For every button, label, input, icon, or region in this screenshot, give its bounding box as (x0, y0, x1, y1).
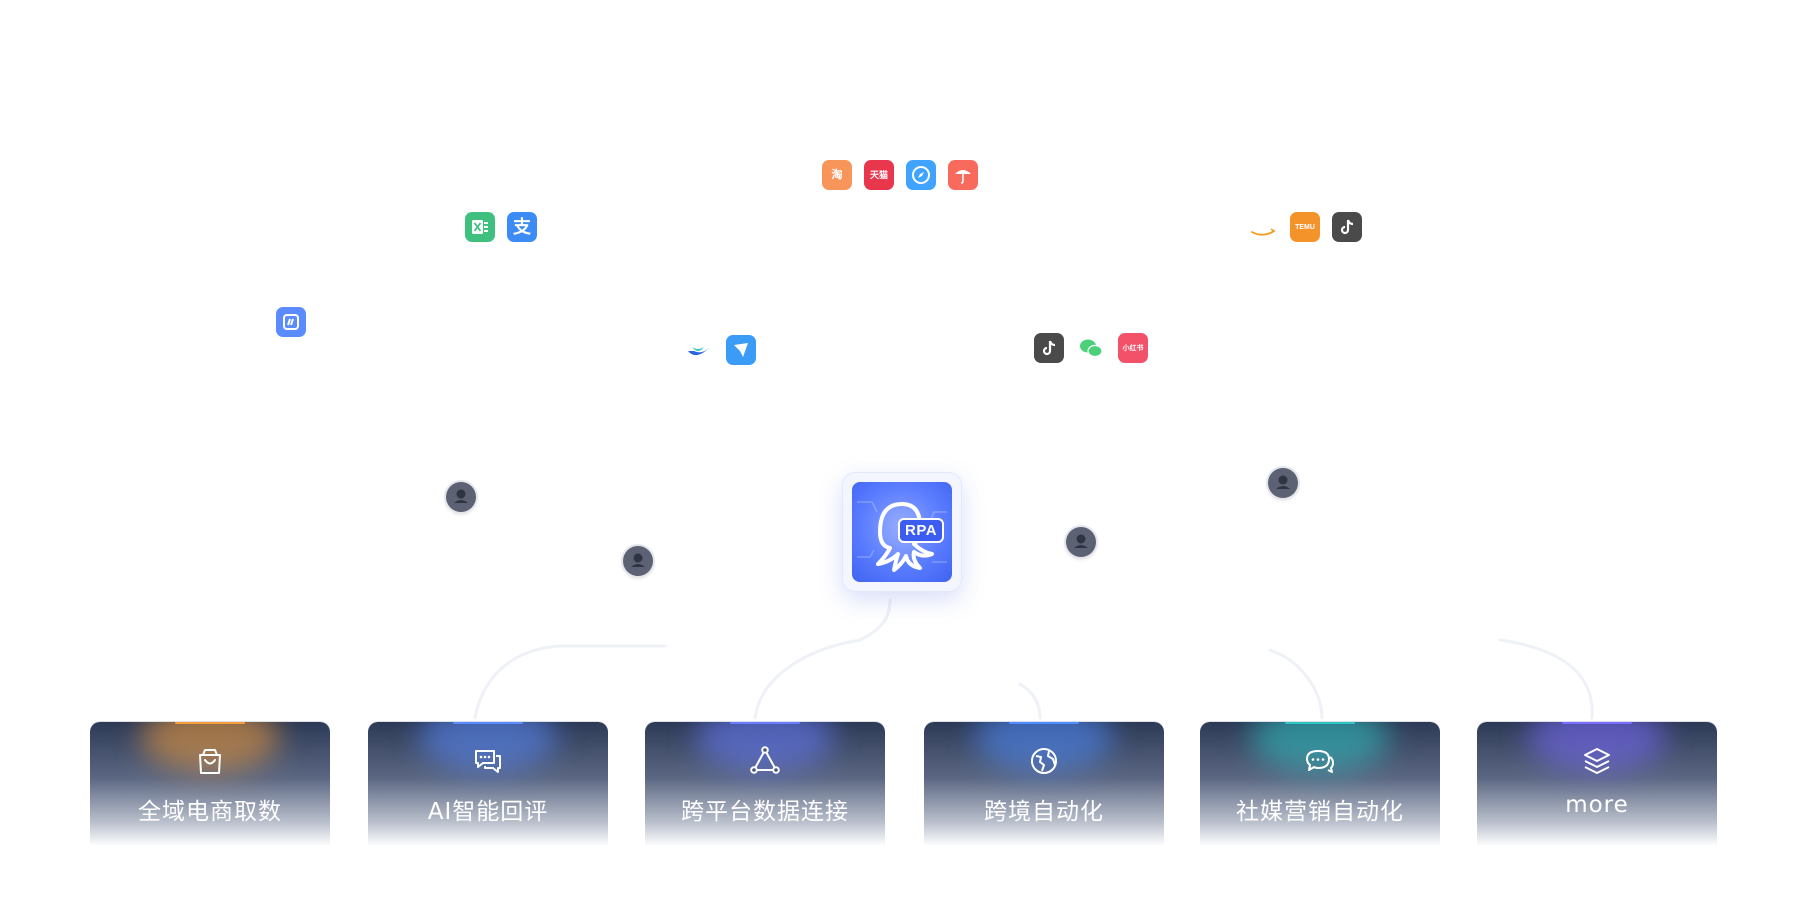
temu-label: TEMU (1295, 223, 1315, 231)
chat-bubbles-icon (1306, 750, 1334, 773)
card-ai-review[interactable]: AI智能回评 (368, 722, 608, 846)
user-node-icon[interactable] (1066, 527, 1096, 557)
compass-glyph (912, 166, 930, 184)
feishu-send-icon[interactable] (726, 335, 756, 365)
xiaohongshu-label: 小红书 (1122, 344, 1144, 352)
layers-icon (1584, 748, 1610, 774)
temu-icon[interactable]: TEMU (1290, 212, 1320, 242)
dingtalk-icon[interactable] (276, 307, 306, 337)
excel-icon[interactable] (465, 212, 495, 242)
card-accent-line (453, 722, 523, 724)
umbrella-glyph (955, 170, 971, 184)
card-label: 社媒营销自动化 (1236, 799, 1404, 825)
lark-bird-icon[interactable] (684, 335, 714, 365)
card-social-marketing[interactable]: 社媒营销自动化 (1200, 722, 1440, 846)
card-label: 跨平台数据连接 (681, 799, 849, 825)
user-node-icon[interactable] (446, 482, 476, 512)
user-glyph (1276, 475, 1290, 489)
card-accent-line (730, 722, 800, 724)
excel-glyph (472, 220, 488, 234)
card-label: 全域电商取数 (138, 799, 282, 825)
shopping-bag-icon (199, 749, 221, 774)
dingtalk-glyph (283, 314, 299, 330)
tmall-label: 天猫 (869, 169, 888, 180)
user-node-icon[interactable] (623, 546, 653, 576)
card-accent-line (175, 722, 245, 724)
card-label: more (1565, 792, 1629, 818)
send-glyph (734, 343, 748, 357)
taobao-label: 淘 (831, 168, 843, 181)
tiktok-icon[interactable] (1332, 212, 1362, 242)
tiktok-glyph (1340, 219, 1354, 235)
card-label: 跨境自动化 (984, 799, 1104, 825)
douyin-glyph (1042, 340, 1056, 356)
douyin-icon[interactable] (1034, 333, 1064, 363)
wechat-icon[interactable] (1076, 333, 1106, 363)
card-accent-line (1009, 722, 1079, 724)
tmall-icon[interactable]: 天猫 (864, 160, 894, 190)
triangle-network-icon (750, 746, 780, 774)
chat-review-icon (475, 750, 501, 773)
rpa-hub[interactable]: RPA (843, 473, 961, 591)
card-cross-platform[interactable]: 跨平台数据连接 (645, 722, 885, 846)
alipay-label: 支 (513, 217, 531, 237)
xiaohongshu-icon[interactable]: 小红书 (1118, 333, 1148, 363)
card-accent-line (1562, 722, 1632, 724)
user-node-icon[interactable] (1268, 468, 1298, 498)
card-accent-line (1285, 722, 1355, 724)
card-ecommerce-data[interactable]: 全域电商取数 (90, 722, 330, 846)
card-label: AI智能回评 (427, 799, 549, 825)
compass-icon[interactable] (906, 160, 936, 190)
user-glyph (631, 553, 645, 567)
globe-icon (1031, 748, 1057, 774)
wechat-glyph (1080, 339, 1103, 358)
lark-glyph (688, 347, 710, 356)
user-glyph (454, 489, 468, 503)
card-cross-border[interactable]: 跨境自动化 (924, 722, 1164, 846)
rpa-badge: RPA (898, 518, 945, 543)
amazon-smile-icon[interactable] (1248, 212, 1278, 242)
alipay-icon[interactable]: 支 (507, 212, 537, 242)
rpa-hub-inner: RPA (852, 482, 952, 582)
card-more[interactable]: more (1477, 722, 1717, 846)
taobao-icon[interactable]: 淘 (822, 160, 852, 190)
user-glyph (1074, 534, 1088, 548)
amazon-glyph (1251, 228, 1276, 236)
umbrella-shop-icon[interactable] (948, 160, 978, 190)
